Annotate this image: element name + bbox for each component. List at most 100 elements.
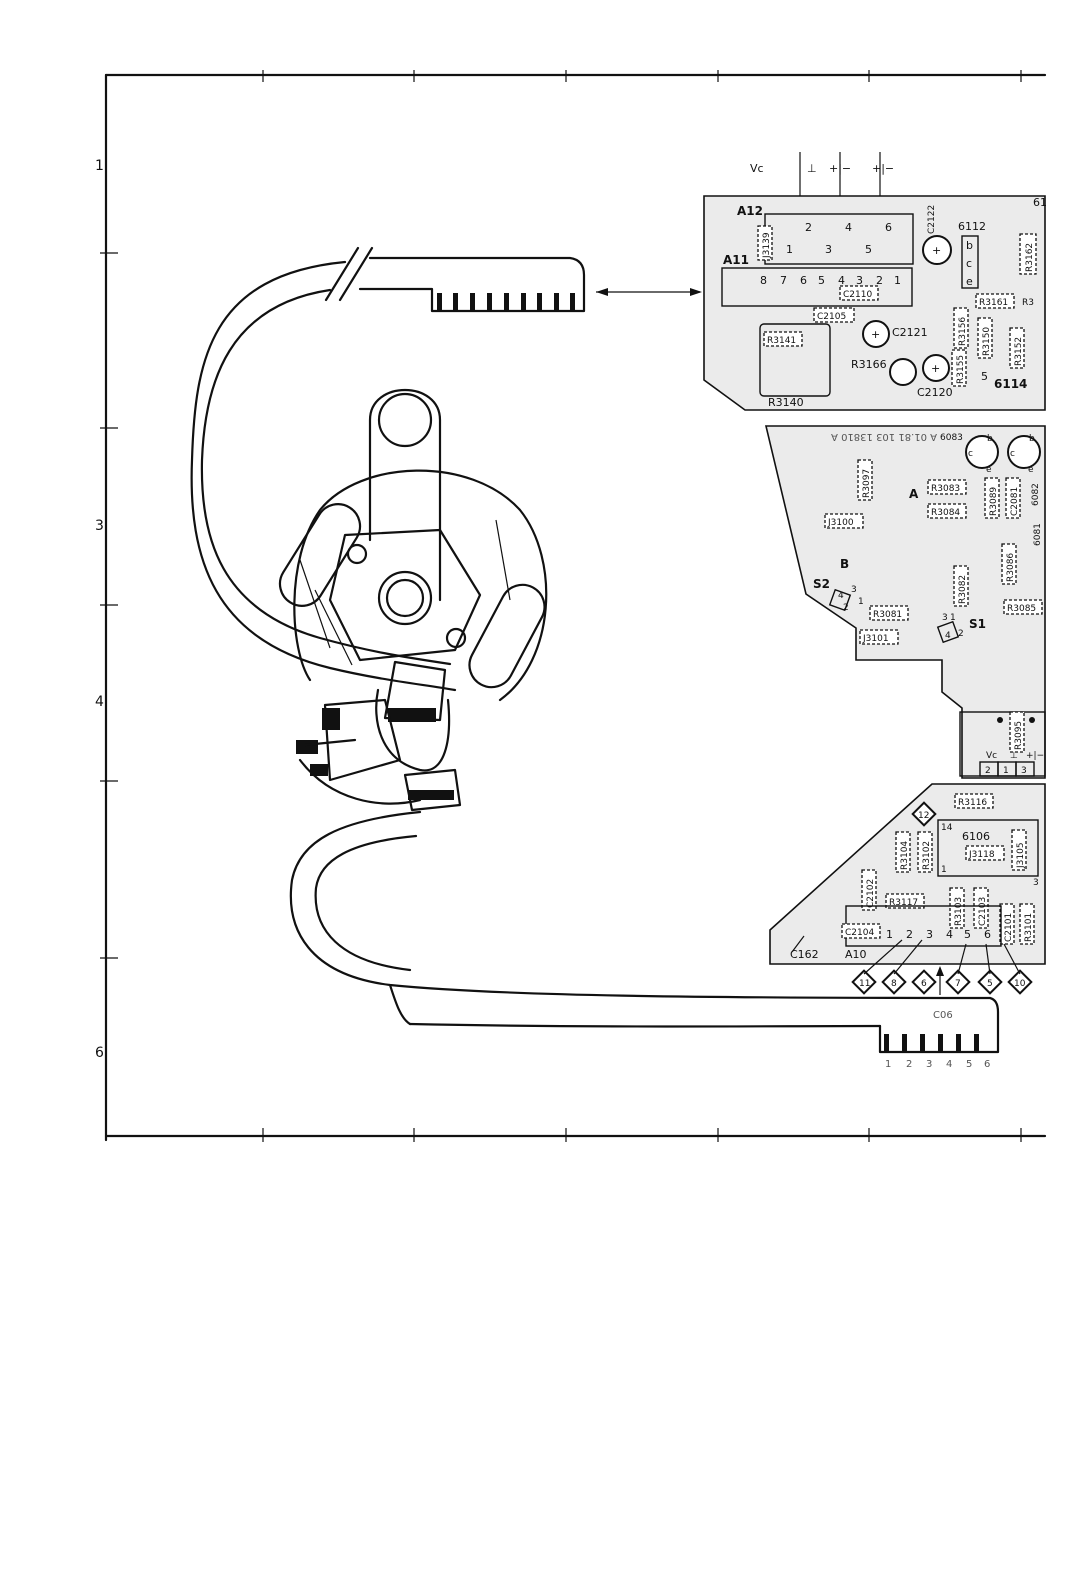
svg-text:+|−: +|− — [872, 162, 894, 175]
svg-text:+: + — [931, 362, 940, 375]
svg-text:R3085: R3085 — [1007, 604, 1036, 614]
svg-text:3: 3 — [856, 274, 863, 287]
svg-text:5: 5 — [865, 243, 872, 256]
svg-text:C2104: C2104 — [845, 928, 874, 938]
svg-text:1: 1 — [950, 613, 956, 623]
svg-text:1: 1 — [894, 274, 901, 287]
svg-text:c: c — [968, 449, 973, 459]
svg-text:R3082: R3082 — [958, 575, 968, 604]
svg-text:3: 3 — [825, 243, 832, 256]
svg-text:R3: R3 — [1022, 298, 1034, 308]
svg-text:R3155: R3155 — [956, 355, 966, 384]
svg-text:A: A — [909, 487, 919, 501]
svg-text:3: 3 — [1021, 766, 1027, 776]
svg-text:6: 6 — [984, 1059, 990, 1070]
svg-text:8: 8 — [760, 274, 767, 287]
svg-text:R3161: R3161 — [979, 298, 1008, 308]
svg-text:R3166: R3166 — [851, 358, 887, 371]
svg-text:8: 8 — [891, 979, 897, 989]
svg-text:R3102: R3102 — [922, 841, 932, 870]
svg-text:R3097: R3097 — [862, 469, 872, 498]
svg-text:11: 11 — [859, 979, 870, 989]
svg-text:6082: 6082 — [1031, 483, 1041, 506]
svg-text:S1: S1 — [969, 617, 986, 631]
grid-row-label: 4 — [95, 694, 104, 710]
svg-text:c: c — [1010, 449, 1015, 459]
svg-text:+: + — [871, 328, 880, 341]
grid-row-label: 1 — [95, 158, 104, 174]
svg-text:Vc: Vc — [750, 162, 764, 175]
svg-text:c: c — [966, 257, 972, 270]
svg-text:4: 4 — [845, 221, 852, 234]
connector-a11 — [721, 267, 913, 307]
svg-text:6: 6 — [800, 274, 807, 287]
svg-text:C2103: C2103 — [978, 897, 988, 926]
flex-contacts-top — [437, 293, 575, 310]
svg-text:⊥: ⊥ — [1010, 751, 1018, 761]
svg-text:3: 3 — [926, 1059, 932, 1070]
svg-text:2: 2 — [843, 603, 849, 613]
svg-text:6112: 6112 — [958, 220, 986, 233]
svg-text:2: 2 — [985, 766, 991, 776]
svg-text:R3141: R3141 — [767, 336, 796, 346]
tape-head-assembly — [278, 389, 548, 812]
svg-text:A11: A11 — [723, 253, 749, 267]
svg-text:6106: 6106 — [962, 830, 990, 843]
svg-text:+|−: +|− — [1026, 751, 1044, 761]
svg-text:J3101: J3101 — [862, 634, 889, 644]
svg-text:S2: S2 — [813, 577, 830, 591]
svg-text:1: 1 — [941, 865, 947, 875]
svg-text:R3140: R3140 — [768, 396, 804, 409]
svg-text:C2101: C2101 — [1004, 913, 1014, 942]
svg-text:R3084: R3084 — [931, 508, 960, 518]
svg-text:2: 2 — [906, 928, 913, 941]
svg-text:Vc: Vc — [986, 751, 997, 761]
svg-text:4: 4 — [945, 631, 951, 641]
flex-cable-top — [190, 246, 702, 692]
svg-text:R3150: R3150 — [982, 327, 992, 356]
svg-text:e: e — [966, 275, 973, 288]
svg-text:e: e — [1028, 465, 1034, 475]
svg-text:5: 5 — [981, 370, 988, 383]
svg-text:R3083: R3083 — [931, 484, 960, 494]
svg-text:R3081: R3081 — [873, 610, 902, 620]
test-point-diamonds: 11 8 6 7 5 10 — [851, 939, 1033, 995]
svg-text:C2120: C2120 — [917, 386, 953, 399]
svg-text:14: 14 — [941, 823, 953, 833]
svg-text:b: b — [987, 434, 993, 444]
svg-text:R3104: R3104 — [900, 841, 910, 870]
svg-text:1: 1 — [858, 597, 864, 607]
svg-text:J3105: J3105 — [1016, 842, 1026, 869]
svg-text:6: 6 — [921, 979, 927, 989]
svg-text:2: 2 — [958, 629, 964, 639]
svg-text:7: 7 — [780, 274, 787, 287]
svg-text:6: 6 — [984, 928, 991, 941]
svg-text:A 01.81 103 13810 A: A 01.81 103 13810 A — [831, 431, 937, 442]
svg-text:A10: A10 — [845, 948, 867, 961]
flex-bottom-label: C06 — [933, 1010, 953, 1021]
svg-text:3: 3 — [926, 928, 933, 941]
svg-text:C2122: C2122 — [927, 205, 937, 234]
svg-text:6114: 6114 — [994, 377, 1027, 391]
svg-text:5: 5 — [987, 979, 993, 989]
svg-text:e: e — [986, 465, 992, 475]
svg-text:1: 1 — [1003, 766, 1009, 776]
svg-text:1: 1 — [786, 243, 793, 256]
svg-text:b: b — [1029, 434, 1035, 444]
svg-text:5: 5 — [964, 928, 971, 941]
svg-text:J3139: J3139 — [762, 232, 772, 259]
svg-text:C162: C162 — [790, 948, 819, 961]
svg-text:4: 4 — [838, 274, 845, 287]
svg-text:6083: 6083 — [940, 433, 963, 443]
pcb-board-top: A12 2 4 6 1 3 5 A11 8 7 6 5 4 3 2 1 J313… — [703, 195, 1047, 411]
svg-text:61: 61 — [1033, 196, 1047, 209]
svg-text:2: 2 — [805, 221, 812, 234]
svg-text:b: b — [966, 239, 973, 252]
svg-text:4: 4 — [838, 591, 844, 601]
svg-text:1: 1 — [886, 928, 893, 941]
svg-text:R3152: R3152 — [1014, 337, 1024, 366]
svg-text:1: 1 — [885, 1059, 891, 1070]
flex-contacts-bottom — [884, 1034, 979, 1051]
grid-row-label: 3 — [95, 518, 104, 534]
